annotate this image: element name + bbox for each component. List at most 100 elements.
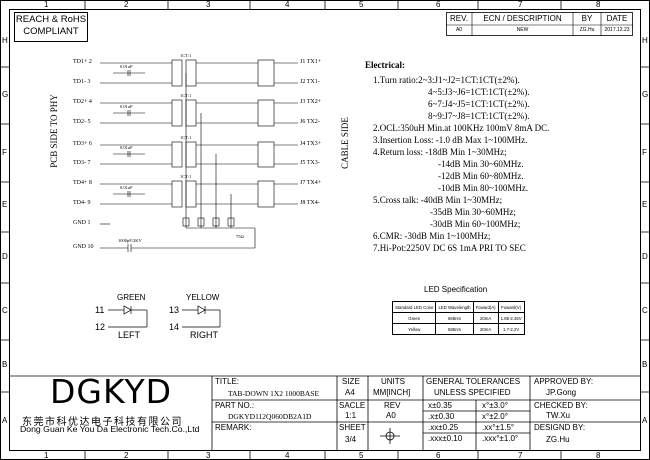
grid-row-label: G — [642, 90, 649, 99]
led-cell: 1.7-2.2V — [497, 323, 525, 335]
ct-label: 1CT:1 — [180, 174, 192, 179]
electrical-line: 3.Insertion Loss: -1.0 dB Max 1~100MHz. — [373, 135, 528, 145]
title-value: TAB-DOWN 1X2 1000BASE — [228, 389, 320, 398]
electrical-line: 5.Cross talk: -40dB Min 1~30MHz; — [373, 195, 503, 205]
checked-value: TW.Xu — [546, 411, 571, 420]
scale-value: 1:1 — [345, 411, 357, 420]
size-label: SIZE — [342, 377, 360, 386]
gnd-cap-label: 1000pF/2KV — [118, 238, 142, 243]
compliance-box: REACH & RoHS COMPLIANT — [14, 12, 88, 42]
tolerance-subtitle: UNLESS SPECIFIED — [434, 388, 511, 397]
grid-col-label: 8 — [596, 451, 601, 460]
grid-col-label: 2 — [124, 0, 129, 9]
sheet-value: 3/4 — [345, 435, 357, 444]
led-pin-label: 11 — [95, 305, 105, 315]
led-pin-label: 14 — [169, 322, 180, 332]
green-led-label: GREEN — [117, 293, 146, 302]
jack-pin-label: J7 TX4+ — [300, 180, 322, 186]
checked-label: CHECKED BY: — [534, 401, 588, 410]
by-value: ZG.Hu — [579, 27, 595, 33]
company-name-cn: 东莞市科优达电子科技有限公司 — [22, 417, 183, 428]
yellow-led-label: YELLOW — [186, 293, 220, 302]
approved-label: APPROVED BY: — [534, 377, 594, 386]
cap-label: 0.01uF — [120, 145, 133, 150]
led-pin-label: 13 — [169, 305, 180, 315]
date-value: 2017.12.23 — [604, 27, 630, 33]
units-label: UNITS — [381, 377, 405, 386]
rev-value: A0 — [455, 27, 463, 33]
title-label: TITLE: — [215, 377, 240, 386]
units-value: MM[INCH] — [373, 388, 411, 397]
electrical-line: 6.CMR: -30dB Min 1~100MHz; — [373, 231, 491, 241]
pin-label: TD4- 9 — [73, 200, 91, 206]
company-logo: DGKYD — [50, 372, 173, 411]
cap-label: 0.01uF — [120, 64, 133, 69]
led-spec-title: LED Specification — [424, 285, 488, 294]
tolerance-linear: x±0.35 — [428, 401, 452, 410]
pin-label: GND 10 — [73, 244, 94, 250]
grid-row-label: E — [2, 200, 8, 209]
grid-col-label: 6 — [436, 0, 441, 9]
date-header: DATE — [606, 14, 628, 23]
designed-value: ZG.Hu — [546, 435, 570, 444]
jack-pin-label: J8 TX4- — [300, 200, 320, 206]
pin-label: GND 1 — [73, 220, 91, 226]
cap-label: 0.01uF — [120, 104, 133, 109]
grid-col-label: 7 — [518, 451, 523, 460]
rev-label: REV — [384, 401, 401, 410]
cap-label: 0.01uF — [120, 185, 133, 190]
sheet-label: SHEET — [339, 423, 366, 432]
grid-row-label: D — [642, 252, 648, 261]
electrical-line: 7.Hi-Pot:2250V DC 6S 1mA PRI TO SEC — [373, 243, 526, 253]
jack-pin-label: J4 TX3+ — [300, 141, 322, 147]
grid-col-label: 5 — [359, 0, 364, 9]
electrical-line: -30dB Min 60~100MHz; — [430, 219, 521, 229]
size-value: A4 — [345, 388, 355, 397]
ecn-value: NEW — [516, 27, 529, 33]
led-pin-label: 12 — [95, 322, 106, 332]
electrical-title: Electrical: — [365, 60, 405, 70]
tolerance-linear: .x±0.30 — [428, 412, 455, 421]
partno-label: PART NO.: — [215, 401, 255, 410]
rev-value: A0 — [386, 411, 396, 420]
grid-row-label: G — [2, 90, 9, 99]
grid-row-label: B — [2, 360, 8, 369]
company-name-en: Dong Guan Ke You Da Electronic Tech.Co.,… — [20, 424, 200, 434]
electrical-line: 4~5:J3~J6=1CT:1CT(±2%). — [428, 87, 530, 97]
pin-label: TD2- 5 — [73, 119, 91, 125]
right-led-label: RIGHT — [190, 330, 218, 340]
grid-row-label: F — [2, 148, 7, 157]
jack-pin-label: J2 TX1- — [300, 79, 320, 85]
tolerance-angular: x°±3.0° — [482, 401, 508, 410]
grid-row-label: B — [642, 360, 648, 369]
grid-row-label: A — [642, 416, 648, 425]
approved-value: JP.Gong — [546, 388, 577, 397]
electrical-line: -14dB Min 30~60MHz. — [438, 159, 524, 169]
grid-row-label: H — [642, 36, 648, 45]
grid-col-label: 1 — [44, 451, 49, 460]
pin-label: TD2+ 4 — [73, 99, 92, 105]
remark-label: REMARK: — [215, 423, 252, 432]
electrical-line: -12dB Min 60~80MHz. — [438, 171, 524, 181]
rev-header: REV. — [450, 14, 468, 23]
tolerance-linear: .xx±0.25 — [428, 423, 459, 432]
led-cell: Yellow — [391, 323, 437, 335]
jack-pin-label: J3 TX2+ — [300, 99, 322, 105]
pin-label: TD4+ 8 — [73, 180, 92, 186]
ecn-header: ECN / DESCRIPTION — [483, 14, 562, 23]
grid-row-label: E — [642, 200, 648, 209]
ct-label: 1CT:1 — [180, 53, 192, 58]
grid-col-label: 1 — [44, 0, 49, 9]
left-led-label: LEFT — [118, 330, 141, 340]
scale-label: SACLE — [339, 401, 366, 410]
ct-label: 1CT:1 — [180, 93, 192, 98]
pin-label: TD1+ 2 — [73, 59, 92, 65]
tolerance-linear: .xxx±0.10 — [428, 434, 463, 443]
grid-row-label: F — [642, 148, 647, 157]
grid-col-label: 2 — [124, 451, 129, 460]
grid-col-label: 4 — [285, 0, 290, 9]
electrical-line: 4.Return loss: -18dB Min 1~30MHz; — [373, 147, 507, 157]
